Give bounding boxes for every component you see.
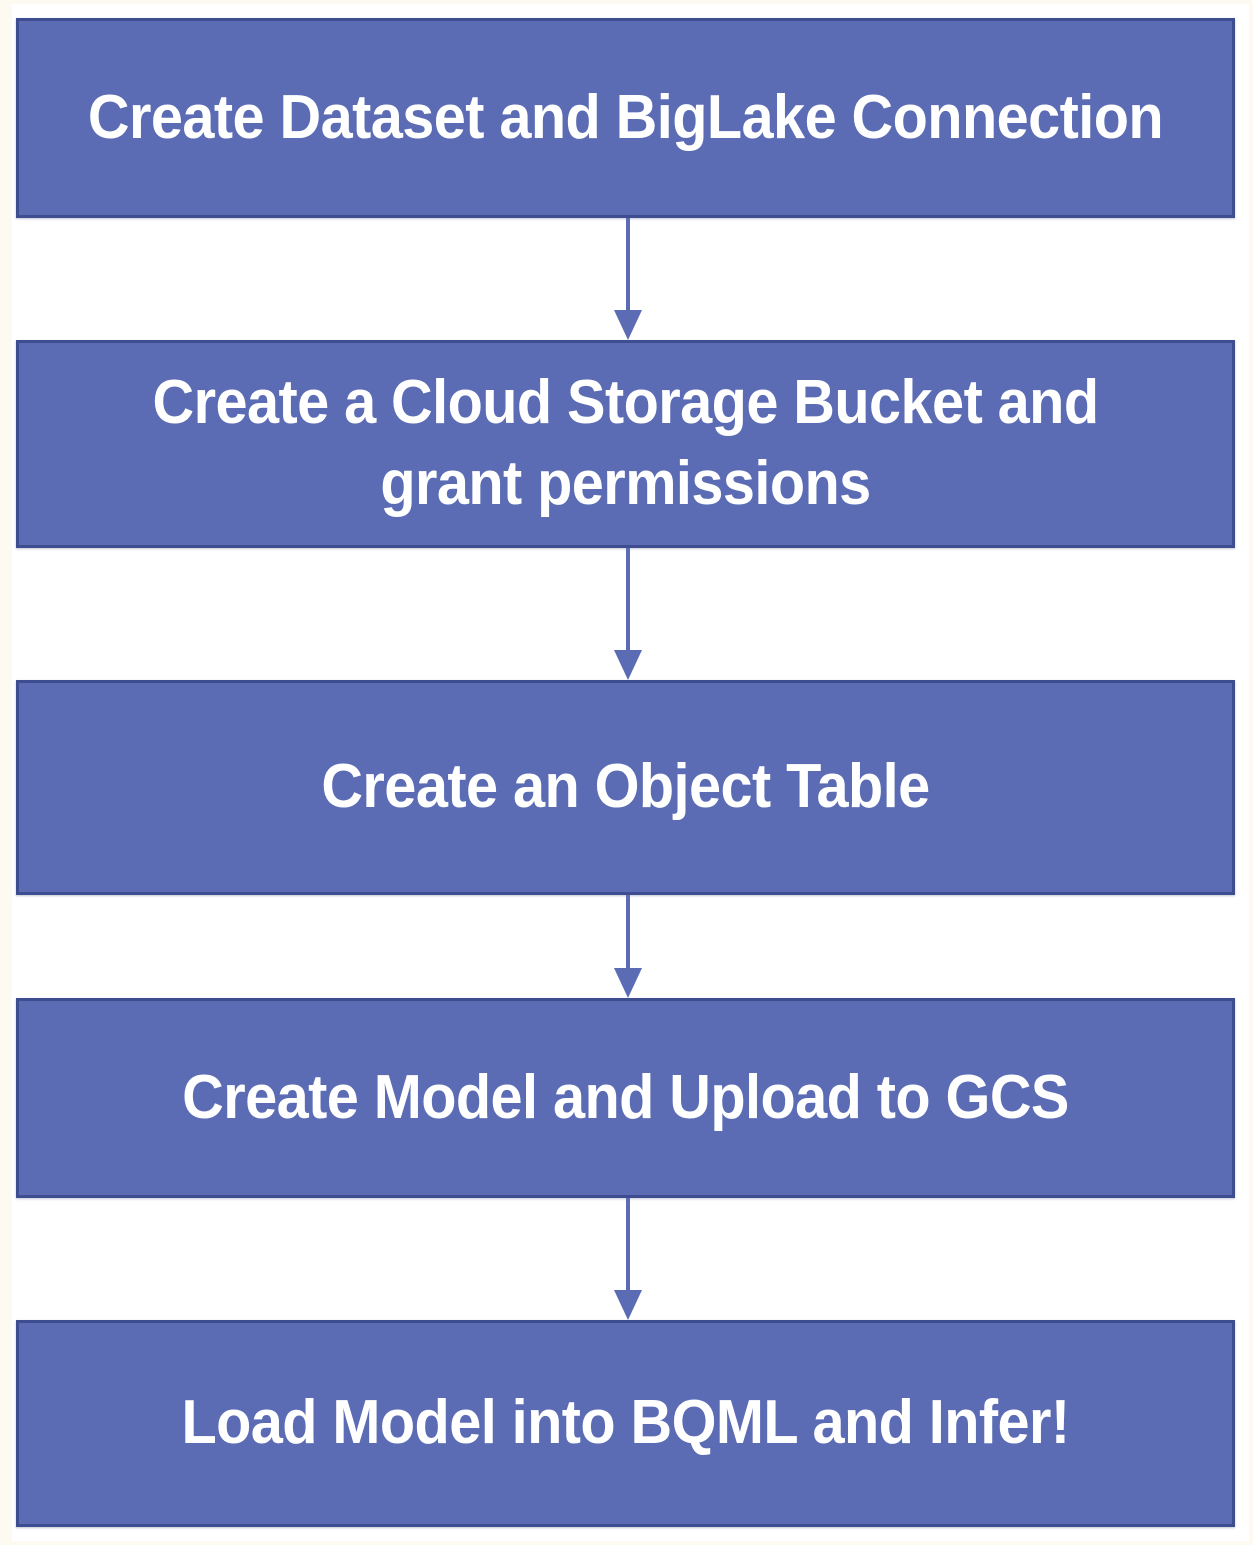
arrow-shaft	[626, 1198, 630, 1290]
flow-node-create-an-object-table[interactable]: Create an Object Table	[16, 680, 1235, 895]
flow-node-label: Load Model into BQML and Infer!	[181, 1388, 1070, 1458]
arrow-shaft	[626, 895, 630, 968]
flow-arrow-step3-to-step4	[613, 895, 643, 998]
arrow-head-icon	[614, 1290, 642, 1320]
arrow-shaft	[626, 548, 630, 650]
flow-arrow-step1-to-step2	[613, 218, 643, 340]
flow-node-label: Create a Cloud Storage Bucket and grant …	[152, 368, 1099, 518]
flow-node-load-model-into-bqml-and-infer[interactable]: Load Model into BQML and Infer!	[16, 1320, 1235, 1527]
flow-node-label: Create an Object Table	[321, 752, 930, 822]
flow-node-create-model-and-upload-to-gcs[interactable]: Create Model and Upload to GCS	[16, 998, 1235, 1198]
arrow-shaft	[626, 218, 630, 310]
flow-node-label: Create Dataset and BigLake Connection	[87, 82, 1164, 152]
flow-arrow-step2-to-step3	[613, 548, 643, 680]
arrow-head-icon	[614, 310, 642, 340]
arrow-head-icon	[614, 650, 642, 680]
flow-arrow-step4-to-step5	[613, 1198, 643, 1320]
flow-node-create-cloud-storage-bucket-and-grant-permissions[interactable]: Create a Cloud Storage Bucket and grant …	[16, 340, 1235, 548]
flow-node-create-dataset-and-biglake-connection[interactable]: Create Dataset and BigLake Connection	[16, 18, 1235, 218]
arrow-head-icon	[614, 968, 642, 998]
flow-node-label: Create Model and Upload to GCS	[182, 1062, 1069, 1132]
